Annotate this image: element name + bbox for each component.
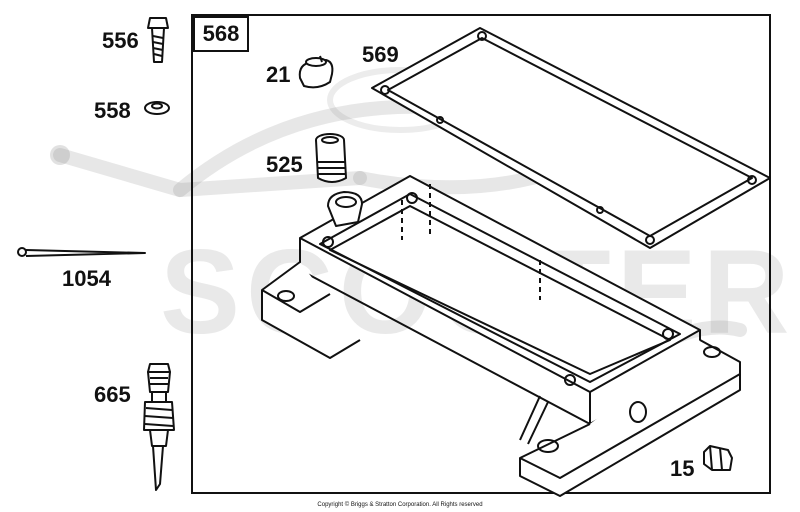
washer-558-drawing (144, 101, 170, 115)
housing-drawing (261, 175, 741, 497)
part-label-21: 21 (266, 62, 291, 87)
part-label-569: 569 (362, 42, 399, 67)
group-label: 568 (193, 16, 249, 52)
part-label-15: 15 (670, 456, 695, 481)
part-label-665: 665 (94, 382, 131, 407)
cotter-pin-1054-drawing (17, 247, 146, 257)
part-label-556: 556 (102, 28, 139, 53)
needle-valve-665-drawing (143, 363, 175, 491)
part-label-1054: 1054 (62, 266, 111, 291)
bolt-556-drawing (147, 17, 169, 63)
part-label-525: 525 (266, 152, 303, 177)
gasket-569-drawing (371, 27, 771, 249)
diagram-frame (191, 14, 771, 494)
fitting-525-drawing (315, 133, 347, 183)
screw-15-drawing (703, 445, 733, 471)
plug-21-drawing (298, 55, 334, 89)
part-label-558: 558 (94, 98, 131, 123)
copyright-notice: Copyright © Briggs & Stratton Corporatio… (317, 502, 483, 508)
